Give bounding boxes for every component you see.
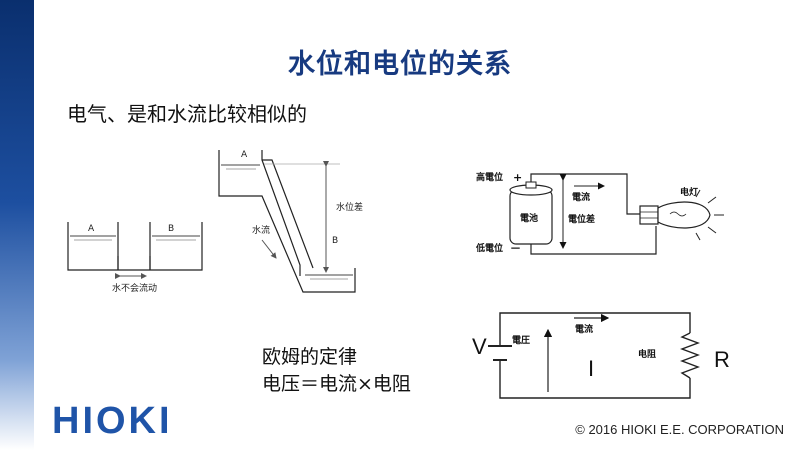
ohm-law-block: 欧姆的定律 电压＝电流×电阻 <box>262 344 411 398</box>
ohm-law-formula: 电压＝电流×电阻 <box>262 373 411 395</box>
voltage-symbol: V <box>472 334 487 359</box>
left-accent-bar <box>0 0 34 450</box>
lamp-rays-icon <box>695 189 724 241</box>
water-flow-label: 水流 <box>252 224 270 236</box>
high-potential-label: 高電位 <box>476 171 503 183</box>
circuit-wire <box>499 312 691 399</box>
resistor-icon <box>680 332 700 379</box>
tank-ab-outline <box>67 222 203 271</box>
tank-label-b: B <box>168 224 174 234</box>
copyright-text: © 2016 HIOKI E.E. CORPORATION <box>575 422 784 437</box>
intro-text: 电气、是和水流比较相似的 <box>67 102 307 126</box>
tank-caption: 水不会流动 <box>112 282 157 294</box>
tank-ab-channel <box>117 256 151 270</box>
lamp-label: 电灯 <box>680 186 698 198</box>
voltage-label: 電圧 <box>512 335 530 346</box>
plus-sign: + <box>513 171 522 184</box>
battery-wire <box>530 173 657 255</box>
ohm-law-title: 欧姆的定律 <box>262 346 358 368</box>
current-symbol: I <box>588 356 594 381</box>
slope-label-b: B <box>332 236 338 246</box>
figure-slope: A B 水位差 水流 <box>218 150 363 293</box>
battery-label: 電池 <box>520 212 538 224</box>
current-label-1: 電流 <box>572 191 590 203</box>
figure-circuit: V 電圧 電流 I 电阻 R <box>472 312 730 399</box>
height-diff-label: 水位差 <box>336 201 363 213</box>
slide-title: 水位和电位的关系 <box>288 49 512 80</box>
slope-outline-inner <box>261 150 301 276</box>
lamp-bulb <box>657 201 711 229</box>
low-potential-label: 低電位 <box>475 242 503 254</box>
lamp-socket <box>639 205 659 225</box>
tank-label-a: A <box>88 224 95 234</box>
hioki-logo: HIOKI <box>52 400 173 442</box>
figure-battery-lamp: 高電位 + 低電位 － 電池 電流 電位差 电灯 <box>475 171 724 255</box>
current-label-2: 電流 <box>575 323 593 335</box>
battery-terminal <box>525 181 537 189</box>
potential-diff-label: 電位差 <box>568 213 595 225</box>
slope-label-a: A <box>241 150 248 160</box>
resistance-symbol: R <box>714 347 730 372</box>
minus-sign: － <box>510 242 521 255</box>
tank-ab-partition <box>117 222 151 270</box>
slope-outline-outer <box>218 150 356 293</box>
figure-tanks-ab: A B 水不会流动 <box>67 222 203 294</box>
resistance-label: 电阻 <box>638 348 656 360</box>
